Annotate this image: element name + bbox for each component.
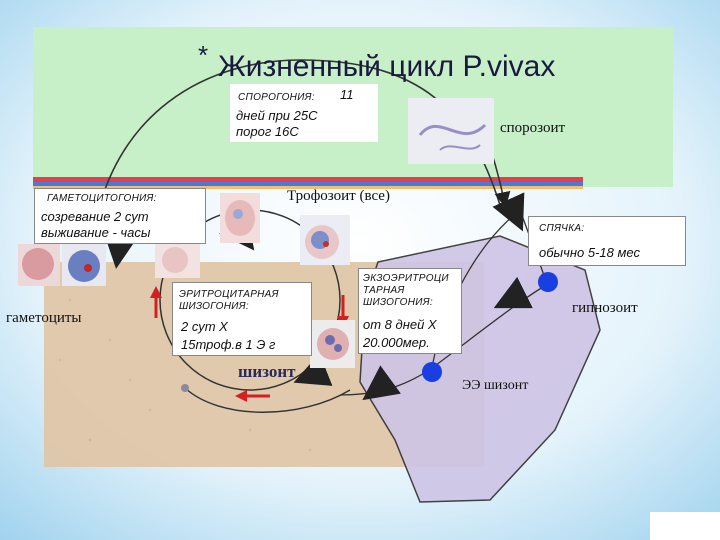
erythrocytic-line2: 15троф.в 1 Э г [181, 337, 276, 352]
page-title: Жизненный цикл P.vivax [218, 50, 556, 83]
sporogony-line2: дней при 25С [236, 108, 318, 123]
trophozoite-label: Трофозоит (все) [287, 188, 390, 204]
exoerythrocytic-heading-1: ЭКЗОЭРИТРОЦИ [363, 273, 449, 284]
stripe-yellow [33, 186, 583, 189]
exoerythrocytic-heading-2: ТАРНАЯ [363, 285, 405, 296]
sporozoite-label: спорозоит [500, 120, 566, 136]
hypnozoite-label: гипнозоит [572, 300, 638, 316]
ee-schizont-node [422, 362, 442, 382]
title-bullet: * [198, 40, 209, 70]
exoerythrocytic-line1: от 8 дней Х [363, 317, 437, 332]
exoerythrocytic-heading-3: ШИЗОГОНИЯ: [363, 297, 433, 308]
dormancy-heading: СПЯЧКА: [539, 223, 585, 234]
stripe-blue [33, 182, 583, 186]
sporogony-box: СПОРОГОНИЯ: 11 дней при 25С порог 16С [230, 84, 378, 142]
liver-path-2 [431, 283, 549, 369]
gametocytes-label: гаметоциты [6, 310, 82, 326]
gametocytogony-box: ГАМЕТОЦИТОГОНИЯ: созревание 2 сут выжива… [34, 188, 206, 244]
sporogony-days: 11 [340, 87, 354, 102]
gametocytogony-heading: ГАМЕТОЦИТОГОНИЯ: [47, 193, 157, 204]
schizont-label: шизонт [238, 362, 296, 381]
gametocytogony-line1: созревание 2 сут [41, 209, 149, 224]
erythrocytic-heading-2: ШИЗОГОНИЯ: [179, 301, 249, 312]
sporogony-heading: СПОРОГОНИЯ: [238, 92, 315, 103]
sporogony-line3: порог 16С [236, 124, 299, 139]
stripe-red [33, 177, 583, 182]
dormancy-box: СПЯЧКА: обычно 5-18 мес [528, 216, 686, 266]
corner-block [650, 512, 720, 540]
cycle-lower-path [184, 387, 351, 413]
cycle-node [181, 384, 189, 392]
gametocytogony-line2: выживание - часы [41, 225, 151, 240]
ee-schizont-label: ЭЭ шизонт [462, 378, 529, 393]
exoerythrocytic-box: ЭКЗОЭРИТРОЦИ ТАРНАЯ ШИЗОГОНИЯ: от 8 дней… [358, 268, 462, 354]
erythrocytic-heading-1: ЭРИТРОЦИТАРНАЯ [179, 289, 279, 300]
dormancy-line1: обычно 5-18 мес [539, 245, 640, 260]
erythrocytic-line1: 2 сут Х [181, 319, 228, 334]
cell-images [18, 98, 494, 368]
hypnozoite-node [538, 272, 558, 292]
exoerythrocytic-line2: 20.000мер. [363, 335, 430, 350]
erythrocytic-box: ЭРИТРОЦИТАРНАЯ ШИЗОГОНИЯ: 2 сут Х 15троф… [172, 282, 312, 356]
